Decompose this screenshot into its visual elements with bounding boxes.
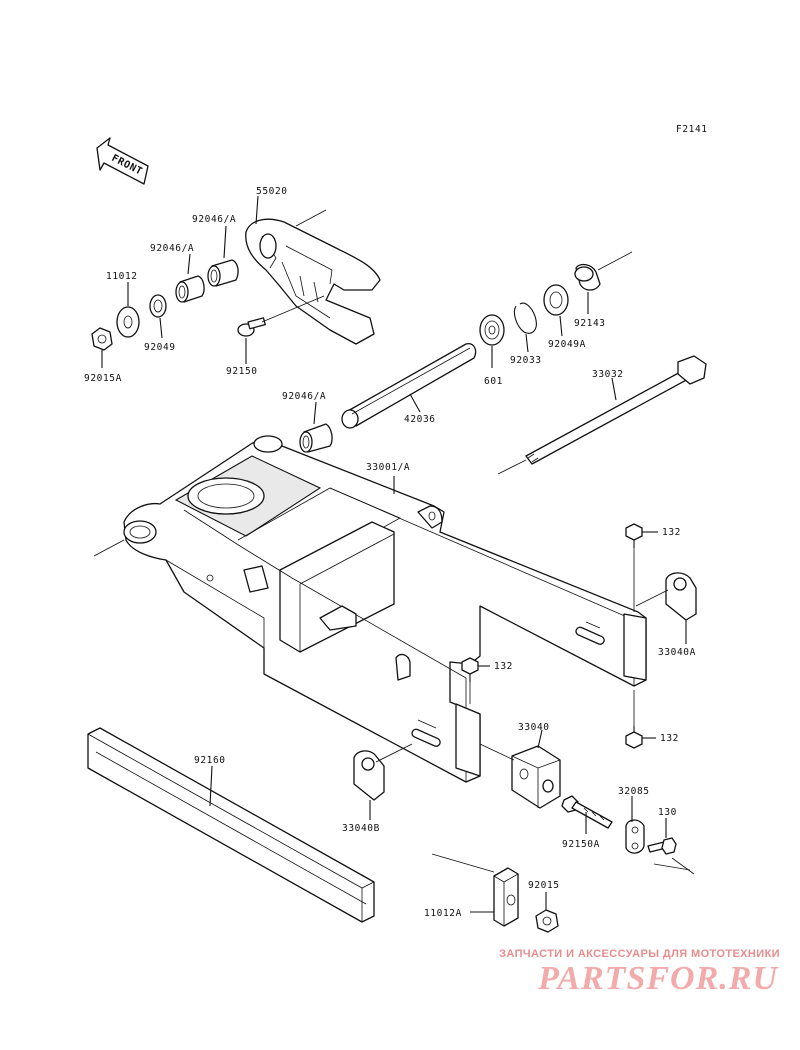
diagram-code: F2141 bbox=[676, 124, 708, 135]
bolt-132-c-part bbox=[625, 726, 643, 749]
sleeve-42036-part bbox=[341, 343, 477, 429]
label-33040b: 33040B bbox=[342, 823, 380, 834]
nut-92015-part bbox=[535, 909, 559, 933]
bolt-132-b-part bbox=[461, 657, 479, 682]
chain-guard-part bbox=[245, 218, 381, 345]
label-132-a: 132 bbox=[662, 527, 681, 538]
end-cap-33040a-part bbox=[665, 572, 697, 621]
label-92150a: 92150A bbox=[562, 839, 600, 850]
label-132-b: 132 bbox=[494, 661, 513, 672]
label-92046a-top: 92046/A bbox=[192, 214, 236, 225]
circlip-92033-part bbox=[513, 302, 537, 334]
label-92049: 92049 bbox=[144, 342, 176, 353]
bolt-92150a-part bbox=[561, 795, 613, 829]
label-92015: 92015 bbox=[528, 880, 560, 891]
collar-11012-part bbox=[116, 306, 140, 338]
label-33032: 33032 bbox=[592, 369, 624, 380]
label-33040a: 33040A bbox=[658, 647, 696, 658]
bolt-132-a-part bbox=[625, 523, 643, 548]
bolt-92150-part bbox=[237, 317, 266, 337]
block-11012a-part bbox=[493, 867, 519, 927]
watermark-brand[interactable]: PARTSFOR.RU bbox=[538, 960, 778, 997]
swingarm-33001a-part bbox=[123, 435, 647, 783]
collar-92143-part bbox=[574, 263, 601, 291]
chain-slider-92160-part bbox=[87, 727, 375, 923]
label-92015a: 92015A bbox=[84, 373, 122, 384]
label-92143: 92143 bbox=[574, 318, 606, 329]
plate-32085-part bbox=[625, 819, 645, 854]
label-11012a: 11012A bbox=[424, 908, 462, 919]
nut-92015a-part bbox=[91, 327, 113, 351]
watermark: ЗАПЧАСТИ И АКСЕССУАРЫ ДЛЯ МОТОТЕХНИКИ PA… bbox=[430, 948, 790, 998]
bearing-92046a-mid-part bbox=[175, 275, 205, 303]
label-55020: 55020 bbox=[256, 186, 288, 197]
label-92046a-low: 92046/A bbox=[282, 391, 326, 402]
seal-92049a-part bbox=[543, 284, 569, 316]
label-601: 601 bbox=[484, 376, 503, 387]
label-92046a-mid: 92046/A bbox=[150, 243, 194, 254]
label-132-c: 132 bbox=[660, 733, 679, 744]
end-cap-33040b-part bbox=[353, 750, 385, 801]
label-92160: 92160 bbox=[194, 755, 226, 766]
seal-92049-part bbox=[149, 294, 167, 318]
pivot-shaft-33032-part bbox=[525, 355, 707, 465]
label-42036: 42036 bbox=[404, 414, 436, 425]
label-11012: 11012 bbox=[106, 271, 138, 282]
bolt-130-part bbox=[647, 837, 677, 855]
ball-bearing-601-part bbox=[479, 314, 505, 346]
label-92033: 92033 bbox=[510, 355, 542, 366]
adjuster-33040-part bbox=[511, 745, 561, 809]
label-32085: 32085 bbox=[618, 786, 650, 797]
bearing-92046a-top-part bbox=[207, 259, 239, 287]
label-92150: 92150 bbox=[226, 366, 258, 377]
front-arrow-icon: FRONT bbox=[96, 137, 149, 185]
label-130: 130 bbox=[658, 807, 677, 818]
label-33040: 33040 bbox=[518, 722, 550, 733]
bearing-92046a-low-part bbox=[299, 423, 333, 453]
label-33001a: 33001/A bbox=[366, 462, 410, 473]
label-92049a: 92049A bbox=[548, 339, 586, 350]
watermark-caption: ЗАПЧАСТИ И АКСЕССУАРЫ ДЛЯ МОТОТЕХНИКИ bbox=[499, 948, 780, 960]
